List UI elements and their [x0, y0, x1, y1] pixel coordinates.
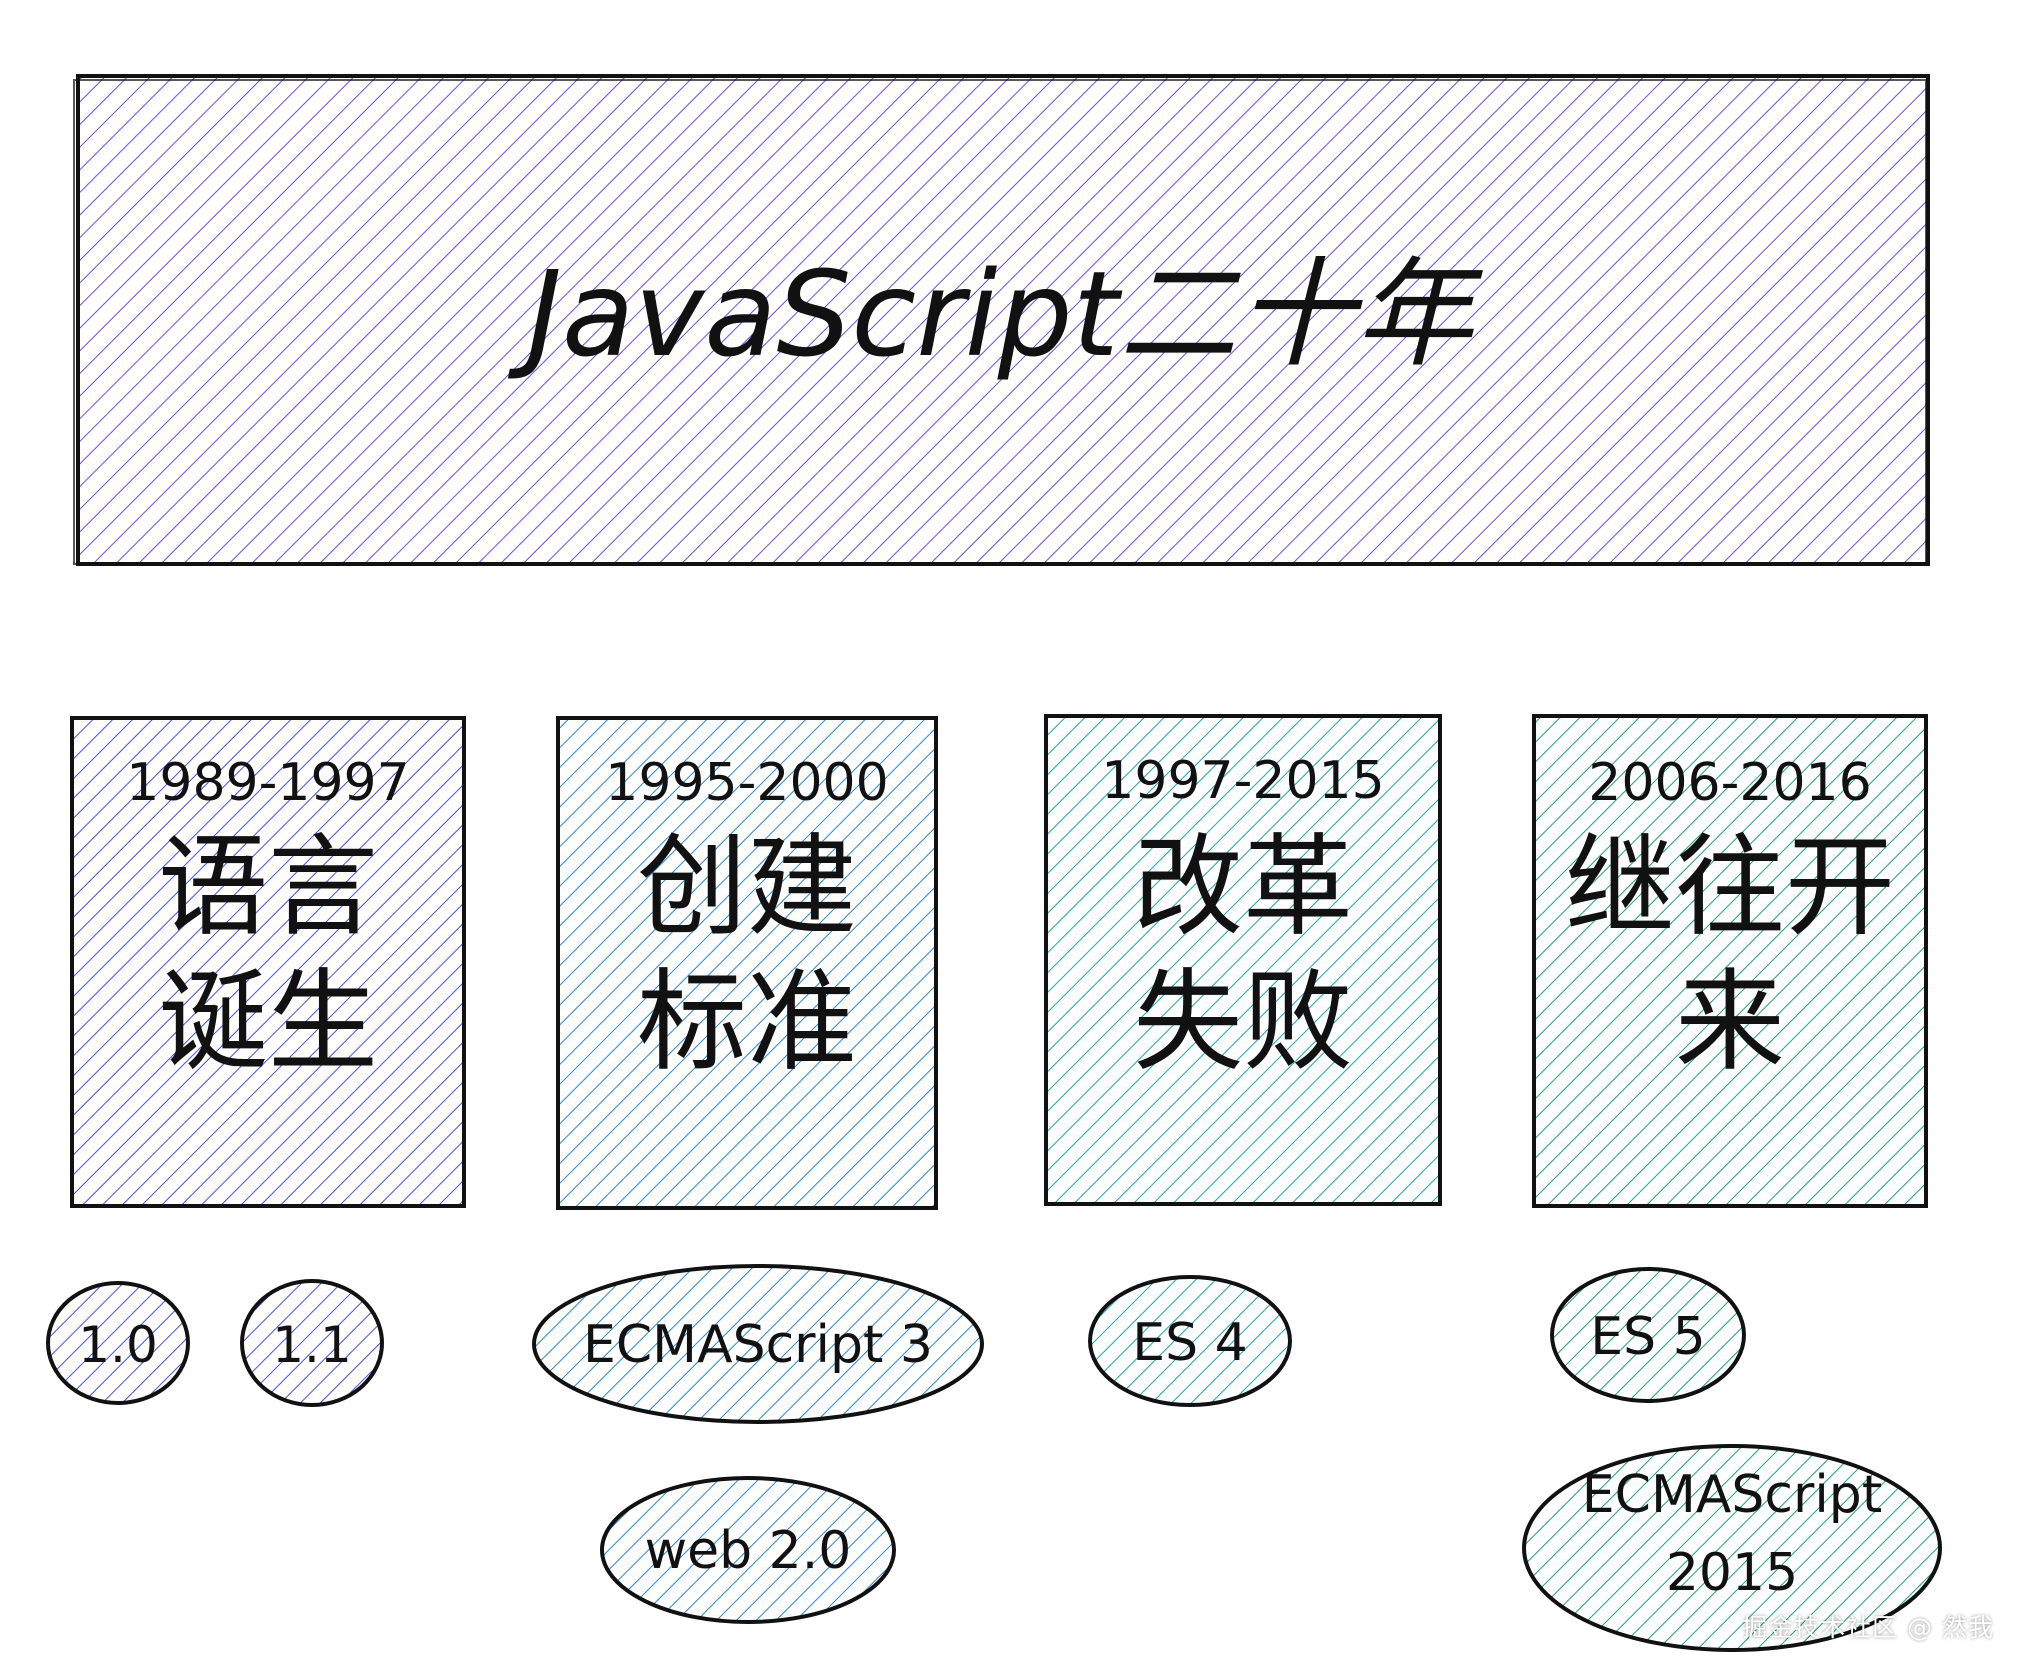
period-name-line1: 改革 [1133, 823, 1353, 951]
period-years: 2006-2016 [1588, 753, 1871, 813]
period-name-line1: 语言 [158, 823, 378, 951]
version-tag-label: web 2.0 [645, 1521, 852, 1581]
period-name-line1: 继往开 [1565, 823, 1895, 951]
version-tag-label: ECMAScript 3 [583, 1315, 933, 1375]
version-tag-label: ES 4 [1132, 1313, 1247, 1373]
period-card-frame [70, 716, 466, 1208]
version-tag-es-5: ES 5 [1550, 1267, 1746, 1403]
version-tag-label: ES 5 [1590, 1307, 1705, 1367]
period-name-line2: 标准 [637, 958, 857, 1086]
period-card-2006: 2006-2016 继往开 来 [1532, 714, 1928, 1208]
period-years: 1997-2015 [1101, 751, 1384, 811]
version-tag-label: 1.0 [78, 1316, 158, 1374]
period-name-line2: 来 [1675, 958, 1785, 1086]
version-tag-1-0: 1.0 [46, 1281, 190, 1405]
version-tag-ellipse [1550, 1267, 1746, 1403]
version-tag-ellipse [532, 1264, 984, 1424]
version-tag-ecmascript-3: ECMAScript 3 [532, 1264, 984, 1424]
period-name-line1: 创建 [637, 823, 857, 951]
watermark: 掘金技术社区 @ 然我 [1742, 1613, 1994, 1642]
version-tag-ellipse [600, 1476, 896, 1624]
version-tag-ellipse [240, 1279, 384, 1407]
version-tag-ellipse [1088, 1275, 1292, 1407]
title-box-sketch-line [73, 79, 1927, 565]
version-tag-label: 1.1 [272, 1316, 352, 1374]
period-card-1997: 1997-2015 改革 失败 [1044, 714, 1442, 1206]
period-name-line2: 失败 [1133, 958, 1353, 1086]
version-tag-ellipse [1522, 1444, 1942, 1652]
version-tag-ellipse [46, 1281, 190, 1405]
period-years: 1995-2000 [605, 753, 888, 813]
title-box: JavaScript二十年 [73, 74, 1930, 566]
period-card-frame [556, 716, 938, 1210]
version-tag-label-line2: 2015 [1666, 1543, 1798, 1603]
period-name-line2: 诞生 [158, 958, 378, 1086]
version-tag-label-line1: ECMAScript [1582, 1465, 1882, 1525]
title-box-frame [76, 74, 1930, 566]
version-tag-web-2-0: web 2.0 [600, 1476, 896, 1624]
period-card-1995: 1995-2000 创建 标准 [556, 716, 938, 1210]
version-tag-es-4: ES 4 [1088, 1275, 1292, 1407]
version-tag-1-1: 1.1 [240, 1279, 384, 1407]
period-card-frame [1044, 714, 1442, 1206]
version-tag-ecmascript-2015: ECMAScript 2015 [1522, 1444, 1942, 1652]
period-card-frame [1532, 714, 1928, 1208]
diagram-title: JavaScript二十年 [507, 245, 1483, 383]
period-card-1989: 1989-1997 语言 诞生 [70, 716, 466, 1208]
period-years: 1989-1997 [126, 753, 409, 813]
